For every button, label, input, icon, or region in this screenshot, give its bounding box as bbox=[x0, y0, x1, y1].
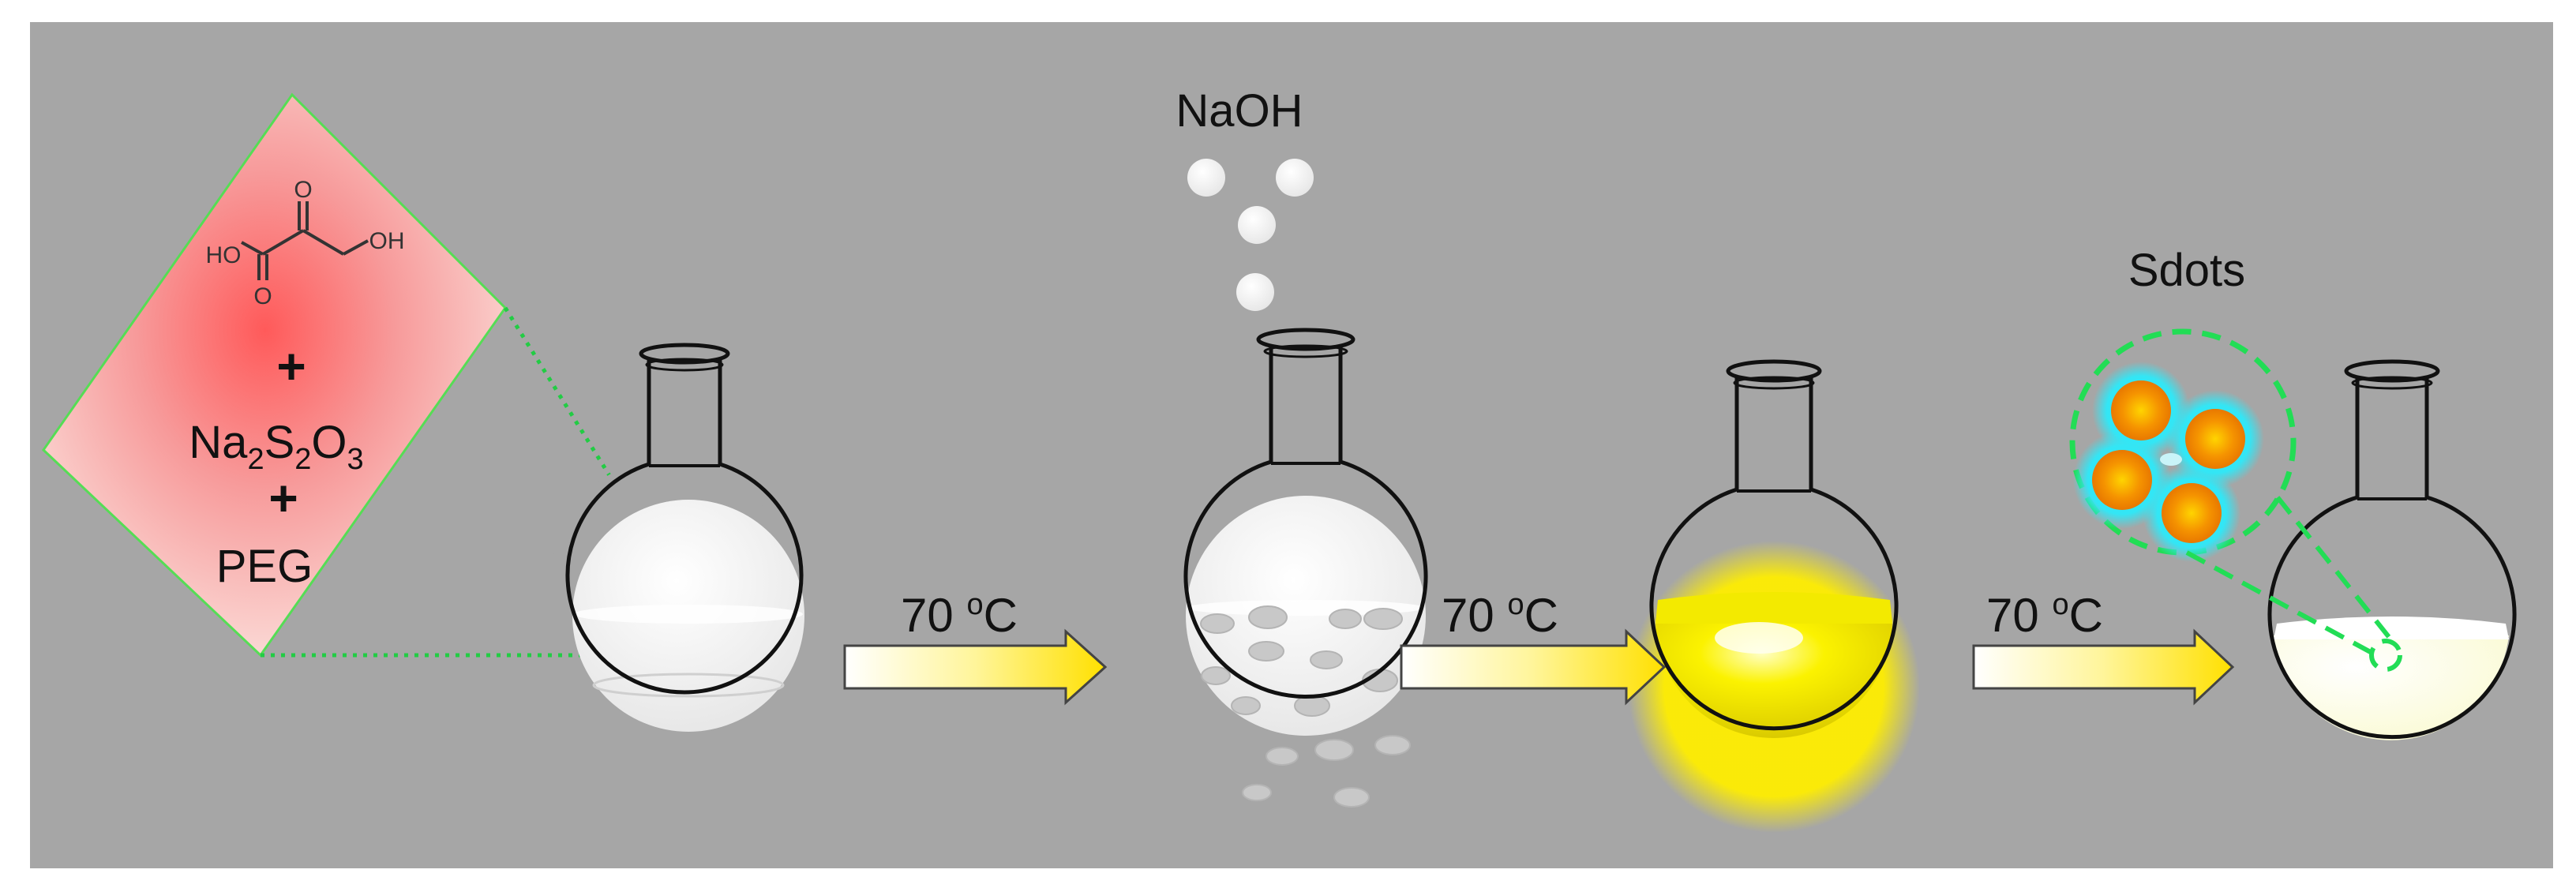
step-temperature-label: 70 oC bbox=[901, 588, 1018, 642]
oxalic-acid-structure bbox=[241, 201, 369, 280]
plus-sign-2: + bbox=[268, 470, 298, 527]
naoh-pellet-icon bbox=[1187, 159, 1314, 311]
arrow-icon bbox=[1400, 628, 1667, 706]
step-3: 70 oC bbox=[1972, 588, 2235, 706]
mol-o-top-label: O bbox=[294, 177, 312, 203]
formula-sodium-thiosulfate: Na2S2O3 bbox=[189, 417, 363, 476]
pellets-in-solution bbox=[1200, 605, 1411, 808]
plus-sign-1: + bbox=[276, 338, 306, 395]
mol-oh-label: OH bbox=[369, 228, 405, 254]
mol-o-bottom-label: O bbox=[253, 283, 272, 309]
zoom-dotted-lines bbox=[261, 306, 693, 658]
peg-label: PEG bbox=[216, 541, 313, 592]
flask-icon bbox=[1628, 359, 1920, 833]
mol-ho-label: HO bbox=[206, 242, 242, 268]
flask-icon bbox=[1183, 328, 1428, 808]
arrow-icon bbox=[843, 628, 1108, 706]
step-1: 70 oC bbox=[843, 588, 1108, 706]
arrow-icon bbox=[1972, 628, 2235, 706]
step-temperature-label: 70 oC bbox=[1442, 588, 1558, 642]
sdots-cluster-icon bbox=[2069, 328, 2297, 562]
flask-icon bbox=[552, 343, 804, 732]
step-2: 70 oC bbox=[1400, 588, 1667, 706]
reagent-box: HO OH O O + Na2S2O3 + PEG bbox=[42, 92, 507, 658]
sdots-label: Sdots bbox=[2128, 245, 2245, 296]
naoh-label: NaOH bbox=[1176, 85, 1303, 137]
sdots-zoom-lines bbox=[2185, 496, 2402, 672]
step-temperature-label: 70 oC bbox=[1986, 588, 2103, 642]
